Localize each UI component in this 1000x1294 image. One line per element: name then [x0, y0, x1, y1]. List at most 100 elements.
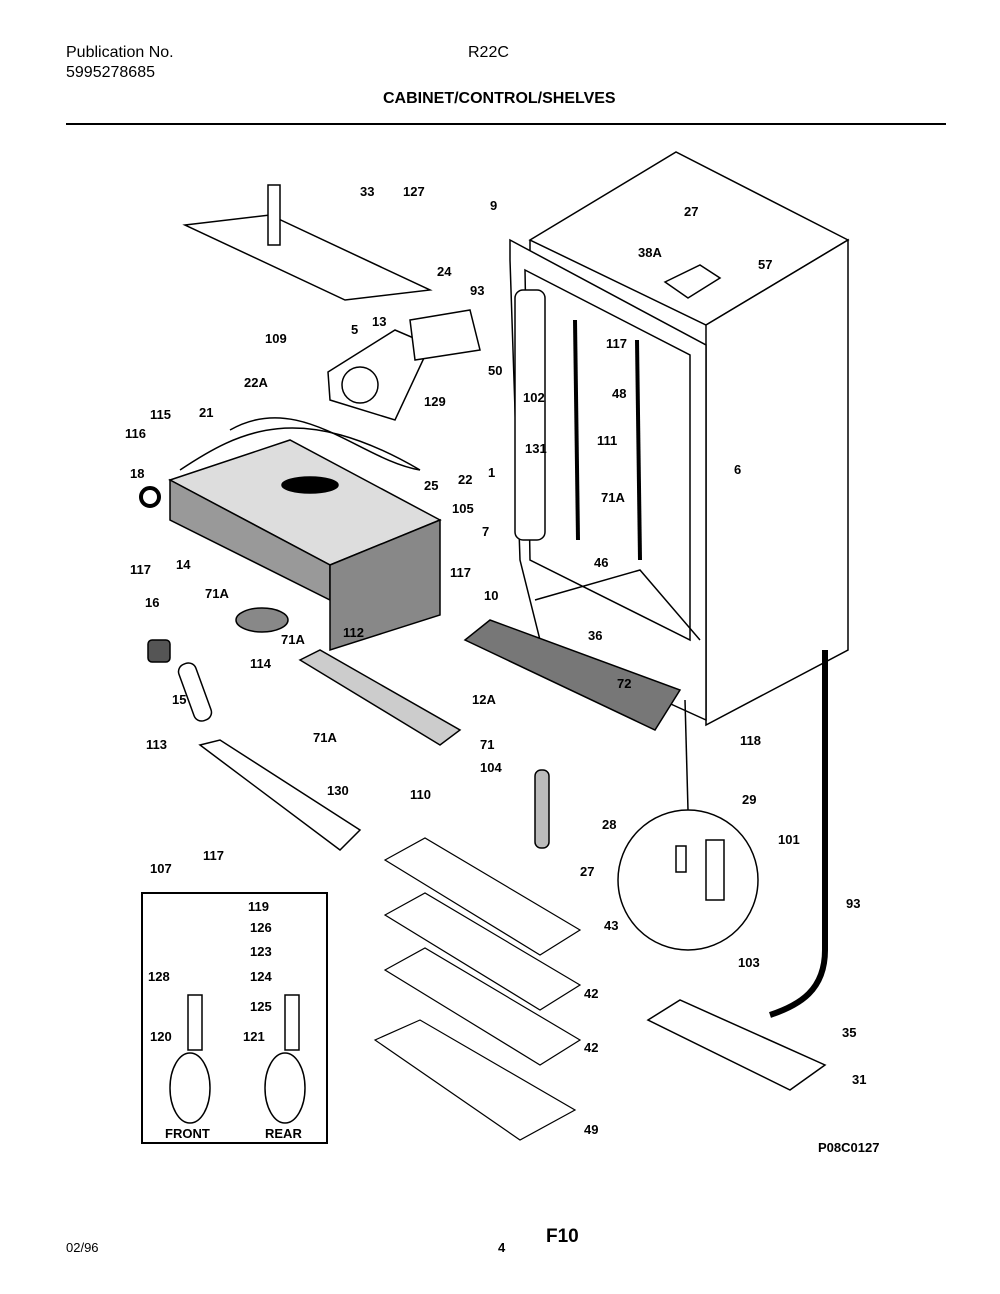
back-panel [329, 518, 441, 652]
defrost-heater [534, 769, 550, 849]
part-label: 49 [584, 1122, 598, 1137]
part-label: 117 [450, 565, 471, 580]
part-label: 127 [403, 184, 425, 199]
part-label: 116 [125, 426, 146, 441]
part-label: 117 [203, 848, 224, 863]
part-label: 110 [410, 787, 431, 802]
model-number: R22C [468, 44, 509, 61]
part-label: 103 [738, 955, 760, 970]
part-label: 131 [525, 441, 547, 456]
part-label: 48 [612, 386, 626, 401]
part-label: 43 [604, 918, 618, 933]
part-label: 112 [343, 625, 364, 640]
part-label: 50 [488, 363, 502, 378]
footer-date: 02/96 [66, 1240, 99, 1255]
part-label: 25 [424, 478, 438, 493]
part-label: 118 [740, 733, 761, 748]
diagram-drawing [139, 151, 850, 1144]
part-label: 28 [602, 817, 616, 832]
part-label: 125 [250, 999, 272, 1014]
light-shield [235, 607, 289, 633]
part-label: 105 [452, 501, 474, 516]
part-label: 1 [488, 465, 495, 480]
footer-code: F10 [546, 1226, 579, 1247]
part-label: 38A [638, 245, 662, 260]
part-label: 113 [146, 737, 167, 752]
part-label: 29 [742, 792, 756, 807]
inset-label-rear: REAR [265, 1126, 302, 1141]
part-label: 15 [172, 692, 186, 707]
part-label: 93 [846, 896, 860, 911]
part-label: 27 [684, 204, 698, 219]
header-divider [66, 123, 946, 125]
part-label: 130 [327, 783, 349, 798]
part-label: 57 [758, 257, 772, 272]
drain-hose [769, 650, 828, 1018]
part-label: 6 [734, 462, 741, 477]
part-label: 24 [437, 264, 452, 279]
part-label: 46 [594, 555, 608, 570]
part-label: 12A [472, 692, 496, 707]
part-label: 18 [130, 466, 144, 481]
part-label: 104 [480, 760, 502, 775]
fan-housing [327, 329, 432, 421]
part-label: 22 [458, 472, 472, 487]
caster-inset-box [141, 892, 328, 1144]
part-label: 120 [150, 1029, 172, 1044]
caster-front [169, 994, 211, 1124]
part-label: 14 [176, 557, 191, 572]
part-label: 119 [248, 899, 269, 914]
publication-label: Publication No. [66, 44, 174, 61]
part-label: 117 [130, 562, 151, 577]
part-label: 33 [360, 184, 374, 199]
part-label: 129 [424, 394, 446, 409]
hinge-detail-circle [617, 809, 759, 951]
hinge-plate [663, 264, 722, 299]
part-label: 107 [150, 861, 172, 876]
light-bulb [177, 662, 213, 722]
section-title: CABINET/CONTROL/SHELVES [383, 90, 616, 107]
part-label: 124 [250, 969, 272, 984]
part-label: 72 [617, 676, 631, 691]
part-label: 35 [842, 1025, 856, 1040]
light-socket [147, 639, 171, 663]
inset-label-front: FRONT [165, 1126, 210, 1141]
part-label: 128 [148, 969, 170, 984]
part-label: 121 [243, 1029, 265, 1044]
part-label: 115 [150, 407, 171, 422]
part-label: 71A [205, 586, 229, 601]
part-label: 31 [852, 1072, 866, 1087]
part-label: 117 [606, 336, 627, 351]
part-label: 13 [372, 314, 386, 329]
control-knob [139, 486, 161, 508]
part-label: 102 [523, 390, 545, 405]
top-cover [182, 214, 433, 301]
toe-grille [198, 739, 362, 851]
caster-rear [264, 994, 306, 1124]
part-label: 21 [199, 405, 213, 420]
part-label: 126 [250, 920, 272, 935]
part-label: 111 [597, 433, 617, 448]
part-label: 71A [313, 730, 337, 745]
door-breaker-strip [514, 289, 546, 541]
part-label: 10 [484, 588, 498, 603]
figure-code: P08C0127 [818, 1140, 879, 1155]
drain-pan [646, 999, 827, 1091]
part-label: 36 [588, 628, 602, 643]
page-number: 4 [498, 1240, 506, 1255]
part-label: 71A [281, 632, 305, 647]
part-label: 93 [470, 283, 484, 298]
cabinet-shell [509, 151, 850, 727]
part-label: 5 [351, 322, 358, 337]
fan-motor-bracket [409, 309, 481, 361]
part-label: 9 [490, 198, 497, 213]
part-label: 27 [580, 864, 594, 879]
part-label: 42 [584, 986, 598, 1001]
part-label: 123 [250, 944, 272, 959]
part-label: 101 [778, 832, 800, 847]
part-label: 22A [244, 375, 268, 390]
grille-bracket [298, 649, 462, 746]
publication-number: 5995278685 [66, 64, 155, 81]
part-label: 71 [480, 737, 494, 752]
